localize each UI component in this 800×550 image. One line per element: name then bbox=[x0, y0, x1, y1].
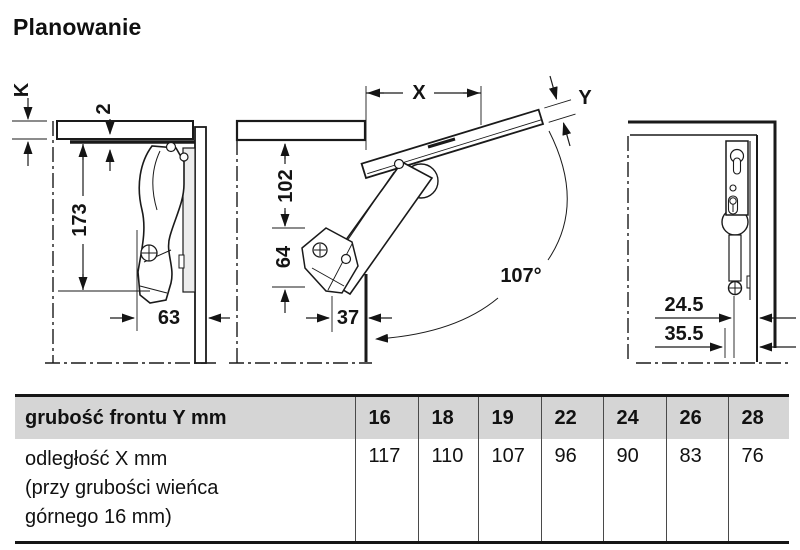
dim-37: 37 bbox=[306, 296, 392, 332]
value-cell: 90 bbox=[602, 439, 666, 543]
dim-label-173: 173 bbox=[69, 203, 91, 236]
cabinet-centerline bbox=[45, 121, 218, 364]
row-label-line: górnego 16 mm) bbox=[25, 506, 172, 528]
header-cell: 28 bbox=[727, 395, 789, 439]
arm-screw-cross bbox=[141, 245, 157, 261]
bracket-detail bbox=[311, 243, 353, 291]
rod-screw-cross bbox=[729, 282, 741, 294]
table-header-row: grubość frontu Y mm 16 18 19 22 24 26 28 bbox=[15, 395, 789, 439]
dim-label-63: 63 bbox=[158, 307, 180, 329]
pivot-top-2 bbox=[179, 152, 189, 162]
slot-pin bbox=[729, 197, 737, 205]
header-cell: 24 bbox=[602, 395, 666, 439]
lift-arm bbox=[137, 145, 185, 304]
value-cell: 117 bbox=[354, 439, 418, 543]
top-panel bbox=[56, 120, 194, 140]
front-panel bbox=[194, 126, 207, 364]
lift-housing bbox=[182, 147, 196, 293]
row-label-cell: odległość X mm (przy grubości wieńca gór… bbox=[15, 439, 355, 543]
page-title: Planowanie bbox=[13, 14, 142, 40]
dim-64: 64 bbox=[272, 245, 305, 313]
dim-label-64: 64 bbox=[273, 245, 295, 268]
pivot-top-1 bbox=[165, 141, 177, 153]
dim-label-x: X bbox=[412, 82, 426, 104]
angle-label: 107° bbox=[500, 265, 541, 287]
open-flap bbox=[360, 108, 545, 180]
value-cell: 107 bbox=[477, 439, 541, 543]
drawing-open-position: X Y 102 64 bbox=[229, 75, 592, 364]
extension-line bbox=[544, 99, 572, 109]
flap-inner-line bbox=[367, 119, 542, 175]
dim-y: Y bbox=[544, 75, 592, 147]
dim-24-5: 24.5 bbox=[655, 294, 796, 358]
planning-table: grubość frontu Y mm 16 18 19 22 24 26 28… bbox=[15, 394, 789, 544]
dim-label-2: 2 bbox=[93, 103, 115, 114]
dim-63: 63 bbox=[110, 230, 230, 331]
flap-pivot bbox=[393, 158, 405, 170]
row-label-line: odległość X mm bbox=[25, 448, 168, 470]
plate-hole bbox=[729, 184, 737, 192]
lift-housing-latch bbox=[178, 254, 185, 269]
bracket-screw-1-cross bbox=[314, 244, 326, 256]
value-cell: 83 bbox=[665, 439, 728, 543]
header-cell: 18 bbox=[417, 395, 478, 439]
value-cell: 76 bbox=[727, 439, 789, 543]
cabinet-centerline bbox=[627, 136, 792, 364]
arrow bbox=[562, 122, 572, 147]
drawing-closed-position: K 2 173 63 bbox=[11, 82, 230, 364]
drawing-front-mounting: 24.5 35.5 bbox=[627, 120, 796, 364]
row-label-line: (przy grubości wieńca bbox=[25, 477, 219, 499]
opening-angle: 107° bbox=[375, 130, 568, 343]
header-cell: 16 bbox=[354, 395, 418, 439]
arrow bbox=[548, 75, 558, 100]
cabinet-centerline bbox=[229, 140, 372, 364]
side-slot-mark bbox=[746, 275, 751, 289]
dim-label-y: Y bbox=[578, 87, 592, 109]
dim-label-24-5: 24.5 bbox=[665, 294, 704, 316]
extension-line bbox=[548, 113, 576, 123]
dim-label-35-5: 35.5 bbox=[665, 323, 704, 345]
dim-173: 173 bbox=[58, 144, 150, 292]
value-cell: 96 bbox=[540, 439, 603, 543]
header-cell: 19 bbox=[477, 395, 541, 439]
dim-k: K bbox=[11, 82, 47, 166]
angle-arc-arrow bbox=[375, 297, 499, 343]
dim-reveal-2: 2 bbox=[93, 103, 115, 171]
flap-fitting bbox=[427, 137, 456, 149]
dim-label-k: K bbox=[11, 82, 33, 97]
lever-rod bbox=[728, 234, 742, 282]
dim-label-37: 37 bbox=[337, 307, 359, 329]
table-data-row: odległość X mm (przy grubości wieńca gór… bbox=[15, 439, 789, 543]
keyhole-slot bbox=[732, 157, 742, 175]
dim-102: 102 bbox=[272, 143, 305, 229]
header-cell: 26 bbox=[665, 395, 728, 439]
dim-x: X bbox=[365, 82, 482, 150]
cabinet-outline bbox=[628, 120, 777, 348]
top-panel bbox=[235, 119, 367, 142]
angle-arc bbox=[547, 130, 568, 261]
dim-label-102: 102 bbox=[275, 169, 297, 202]
header-cell: 22 bbox=[540, 395, 603, 439]
dim-35-5: 35.5 bbox=[655, 323, 796, 358]
bracket-screw-2 bbox=[340, 253, 352, 265]
value-cell: 110 bbox=[417, 439, 478, 543]
header-cell-front-thickness: grubość frontu Y mm bbox=[15, 395, 355, 439]
